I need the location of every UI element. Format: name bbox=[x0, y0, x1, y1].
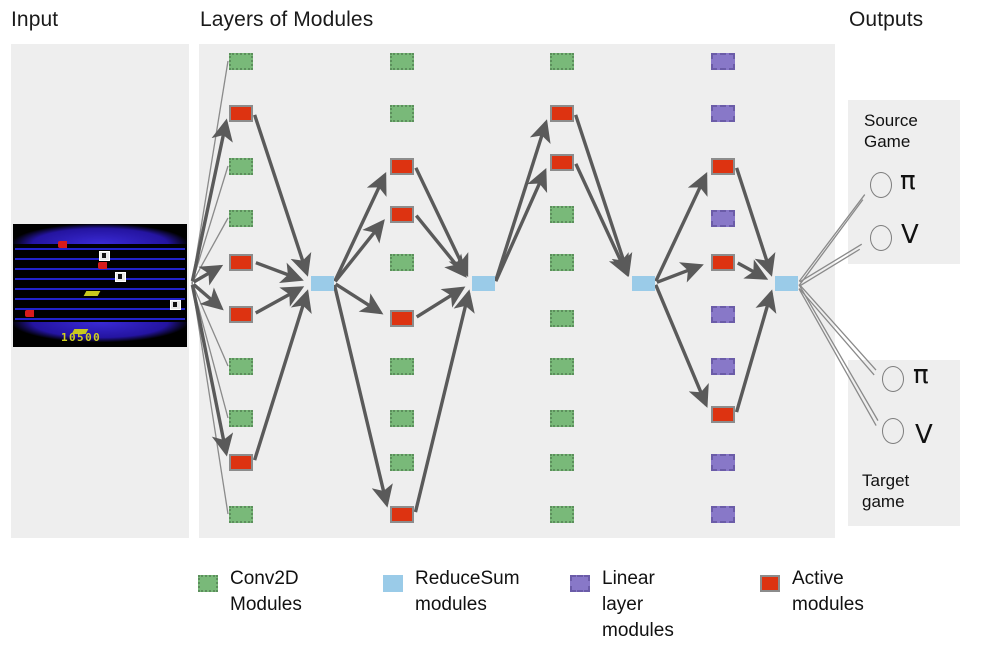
header-outputs: Outputs bbox=[849, 8, 924, 31]
module-linear-c3r5[interactable] bbox=[711, 305, 735, 323]
module-conv-c1r1[interactable] bbox=[390, 104, 414, 122]
game-beam bbox=[15, 268, 185, 270]
module-reducesum-1[interactable] bbox=[472, 276, 495, 291]
module-conv-c2r4[interactable] bbox=[550, 253, 574, 271]
source-game-panel bbox=[848, 100, 960, 264]
game-ship bbox=[83, 291, 101, 296]
target-value-symbol: V bbox=[915, 420, 933, 450]
module-active-c0r4[interactable] bbox=[229, 253, 253, 271]
legend-swatch-conv2d bbox=[198, 575, 218, 592]
game-chip bbox=[99, 251, 110, 261]
module-active-c2r1[interactable] bbox=[550, 104, 574, 122]
module-active-c2r2[interactable] bbox=[550, 153, 574, 171]
legend: Conv2D Modules ReduceSum modules Linear … bbox=[0, 566, 985, 644]
module-conv-c0r6[interactable] bbox=[229, 357, 253, 375]
source-value-symbol: V bbox=[901, 220, 919, 250]
legend-label-reducesum: ReduceSum modules bbox=[415, 568, 520, 615]
game-beam bbox=[15, 308, 185, 310]
game-dome-top bbox=[13, 224, 187, 244]
module-conv-c2r8[interactable] bbox=[550, 453, 574, 471]
game-beam bbox=[15, 248, 185, 250]
header-layers: Layers of Modules bbox=[200, 8, 374, 31]
module-conv-c2r0[interactable] bbox=[550, 52, 574, 70]
game-chip bbox=[115, 272, 126, 282]
game-chip bbox=[170, 300, 181, 310]
source-value-node[interactable] bbox=[870, 225, 892, 251]
module-reducesum-0[interactable] bbox=[311, 276, 334, 291]
module-conv-c2r6[interactable] bbox=[550, 357, 574, 375]
module-conv-c1r0[interactable] bbox=[390, 52, 414, 70]
source-policy-node[interactable] bbox=[870, 172, 892, 198]
module-conv-c1r4[interactable] bbox=[390, 253, 414, 271]
module-conv-c2r5[interactable] bbox=[550, 309, 574, 327]
game-beam bbox=[15, 288, 185, 290]
layers-panel bbox=[199, 44, 835, 538]
module-linear-c3r0[interactable] bbox=[711, 52, 735, 70]
module-conv-c2r7[interactable] bbox=[550, 409, 574, 427]
game-score: 10500 bbox=[61, 331, 102, 344]
module-conv-c0r9[interactable] bbox=[229, 505, 253, 523]
game-beam bbox=[15, 318, 185, 320]
module-active-c1r2[interactable] bbox=[390, 157, 414, 175]
legend-label-active: Active modules bbox=[792, 568, 864, 615]
module-active-c3r4[interactable] bbox=[711, 253, 735, 271]
module-active-c0r1[interactable] bbox=[229, 104, 253, 122]
module-linear-c3r9[interactable] bbox=[711, 505, 735, 523]
module-linear-c3r3[interactable] bbox=[711, 209, 735, 227]
legend-swatch-active bbox=[760, 575, 780, 592]
game-beam bbox=[15, 278, 185, 280]
target-policy-symbol: π bbox=[913, 360, 929, 390]
legend-swatch-linear bbox=[570, 575, 590, 592]
legend-swatch-reducesum bbox=[383, 575, 403, 592]
module-conv-c2r3[interactable] bbox=[550, 205, 574, 223]
atari-game-frame: 10500 bbox=[13, 224, 187, 347]
module-active-c3r2[interactable] bbox=[711, 157, 735, 175]
game-beam bbox=[15, 298, 185, 300]
module-active-c0r5[interactable] bbox=[229, 305, 253, 323]
source-game-label: Source Game bbox=[864, 111, 918, 151]
header-input: Input bbox=[11, 8, 59, 31]
module-reducesum-2[interactable] bbox=[632, 276, 655, 291]
target-policy-node[interactable] bbox=[882, 366, 904, 392]
module-conv-c0r3[interactable] bbox=[229, 209, 253, 227]
module-linear-c3r1[interactable] bbox=[711, 104, 735, 122]
source-policy-symbol: π bbox=[900, 166, 916, 196]
legend-label-linear: Linear layer modules bbox=[602, 568, 674, 641]
module-conv-c0r0[interactable] bbox=[229, 52, 253, 70]
module-conv-c1r8[interactable] bbox=[390, 453, 414, 471]
module-active-c3r7[interactable] bbox=[711, 405, 735, 423]
target-game-label: Target game bbox=[862, 471, 910, 511]
module-active-c0r8[interactable] bbox=[229, 453, 253, 471]
module-active-c1r9[interactable] bbox=[390, 505, 414, 523]
game-enemy bbox=[58, 241, 67, 248]
legend-label-conv2d: Conv2D Modules bbox=[230, 568, 302, 615]
module-conv-c2r9[interactable] bbox=[550, 505, 574, 523]
module-conv-c0r7[interactable] bbox=[229, 409, 253, 427]
module-conv-c1r7[interactable] bbox=[390, 409, 414, 427]
game-enemy bbox=[98, 262, 107, 269]
module-conv-c1r6[interactable] bbox=[390, 357, 414, 375]
module-linear-c3r6[interactable] bbox=[711, 357, 735, 375]
module-active-c1r5[interactable] bbox=[390, 309, 414, 327]
target-value-node[interactable] bbox=[882, 418, 904, 444]
module-active-c1r3[interactable] bbox=[390, 205, 414, 223]
module-reducesum-3[interactable] bbox=[775, 276, 798, 291]
module-conv-c0r2[interactable] bbox=[229, 157, 253, 175]
game-enemy bbox=[25, 310, 34, 317]
module-linear-c3r8[interactable] bbox=[711, 453, 735, 471]
